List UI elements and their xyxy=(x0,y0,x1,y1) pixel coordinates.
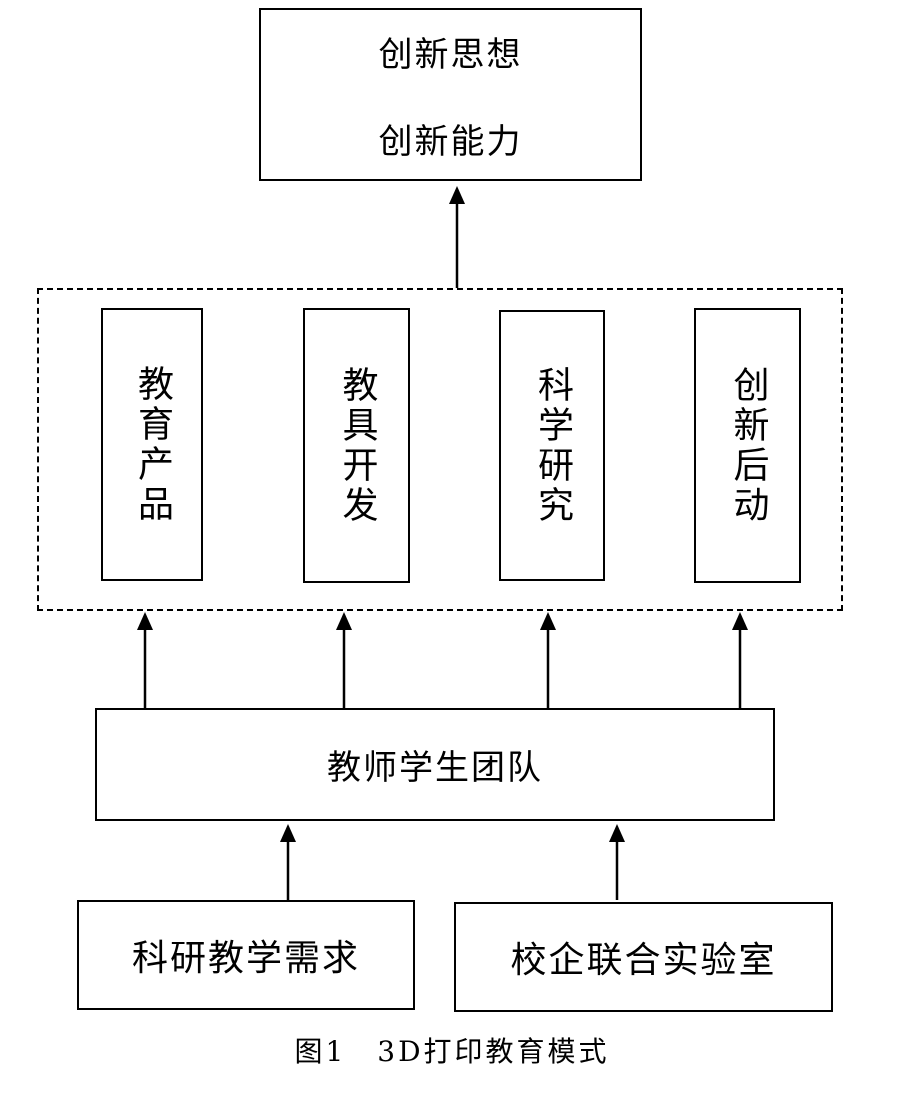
arrow-up-to-innovation xyxy=(449,186,465,288)
innovation-box: 创新思想 创新能力 xyxy=(259,8,642,181)
arrow-up-to-teaching-aids xyxy=(336,612,352,708)
outputs-group xyxy=(37,288,843,611)
arrow-up-to-scientific-research xyxy=(540,612,556,708)
input-label: 校企联合实验室 xyxy=(510,940,777,981)
output-label: 教育产品 xyxy=(132,364,173,525)
output-label: 科学研究 xyxy=(532,365,573,526)
arrow-up-from-enterprise-lab xyxy=(609,824,625,900)
output-label: 教具开发 xyxy=(336,365,378,526)
figure-caption: 图1 3D打印教育模式 xyxy=(294,1035,610,1068)
output-box-scientific-research: 科学研究 xyxy=(499,310,605,581)
arrow-up-to-education-products xyxy=(137,612,153,708)
innovation-ability-label: 创新能力 xyxy=(378,121,523,162)
output-box-innovation-activities: 创新后动 xyxy=(694,308,801,583)
output-label: 创新后动 xyxy=(727,365,769,526)
teacher-student-team-box: 教师学生团队 xyxy=(95,708,775,821)
innovation-thought-label: 创新思想 xyxy=(378,34,523,75)
output-box-teaching-aids: 教具开发 xyxy=(303,308,410,583)
research-teaching-demand-box: 科研教学需求 xyxy=(77,900,415,1010)
school-enterprise-lab-box: 校企联合实验室 xyxy=(454,902,833,1012)
arrow-up-to-innovation-activities xyxy=(732,612,748,708)
input-label: 科研教学需求 xyxy=(131,938,360,979)
team-label: 教师学生团队 xyxy=(327,748,543,788)
arrow-up-from-research-demand xyxy=(280,824,296,900)
output-box-education-products: 教育产品 xyxy=(101,308,203,581)
